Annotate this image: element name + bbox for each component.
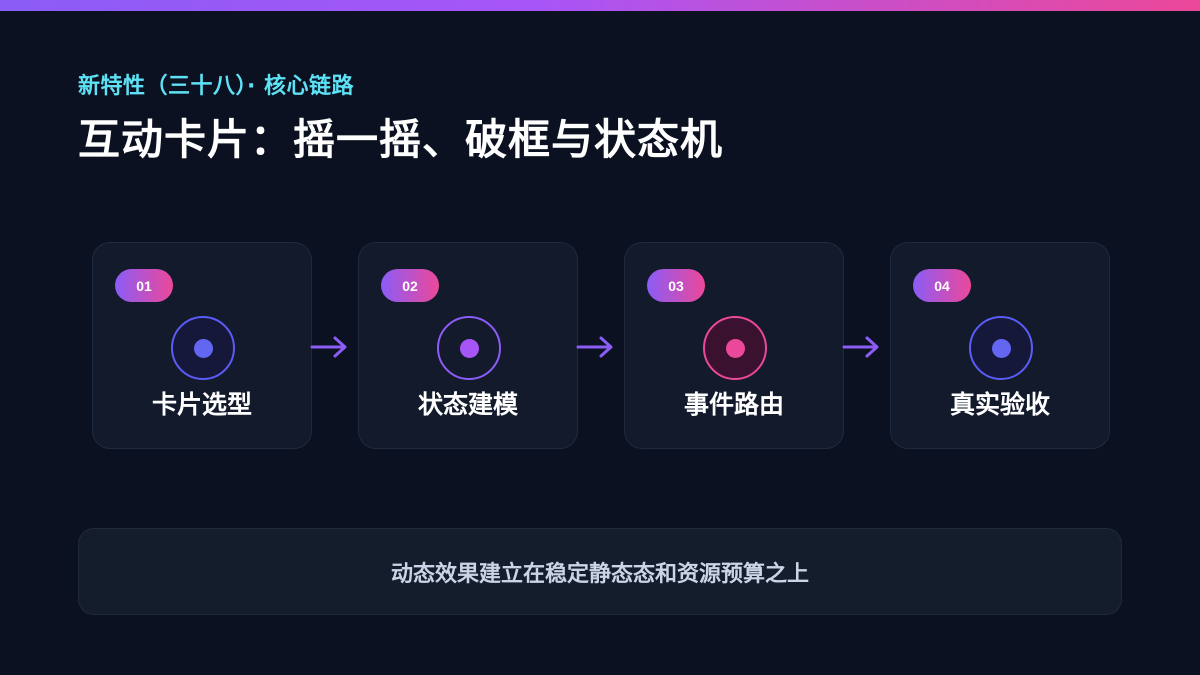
step-number-badge: 03 (647, 269, 705, 302)
step-card-2: 02 状态建模 (358, 242, 578, 449)
footer-note: 动态效果建立在稳定静态态和资源预算之上 (78, 528, 1122, 615)
arrow-right-icon (576, 336, 613, 358)
step-number-badge: 04 (913, 269, 971, 302)
step-label: 事件路由 (683, 390, 784, 419)
step-label: 卡片选型 (151, 390, 252, 419)
step-node-icon (171, 316, 235, 380)
step-node-icon (703, 316, 767, 380)
step-number-badge: 02 (381, 269, 439, 302)
step-node-icon (969, 316, 1033, 380)
step-node-icon (437, 316, 501, 380)
step-card-3: 03 事件路由 (624, 242, 844, 449)
section-subtitle: 新特性（三十八）· 核心链路 (78, 74, 355, 99)
arrow-right-icon (310, 336, 347, 358)
arrow-right-icon (842, 336, 879, 358)
step-card-4: 04 真实验收 (890, 242, 1110, 449)
step-label: 状态建模 (417, 390, 518, 419)
step-number-badge: 01 (115, 269, 173, 302)
step-card-1: 01 卡片选型 (92, 242, 312, 449)
page-title: 互动卡片：摇一摇、破框与状态机 (78, 115, 724, 164)
step-label: 真实验收 (949, 390, 1050, 419)
top-accent-bar (0, 0, 1200, 11)
